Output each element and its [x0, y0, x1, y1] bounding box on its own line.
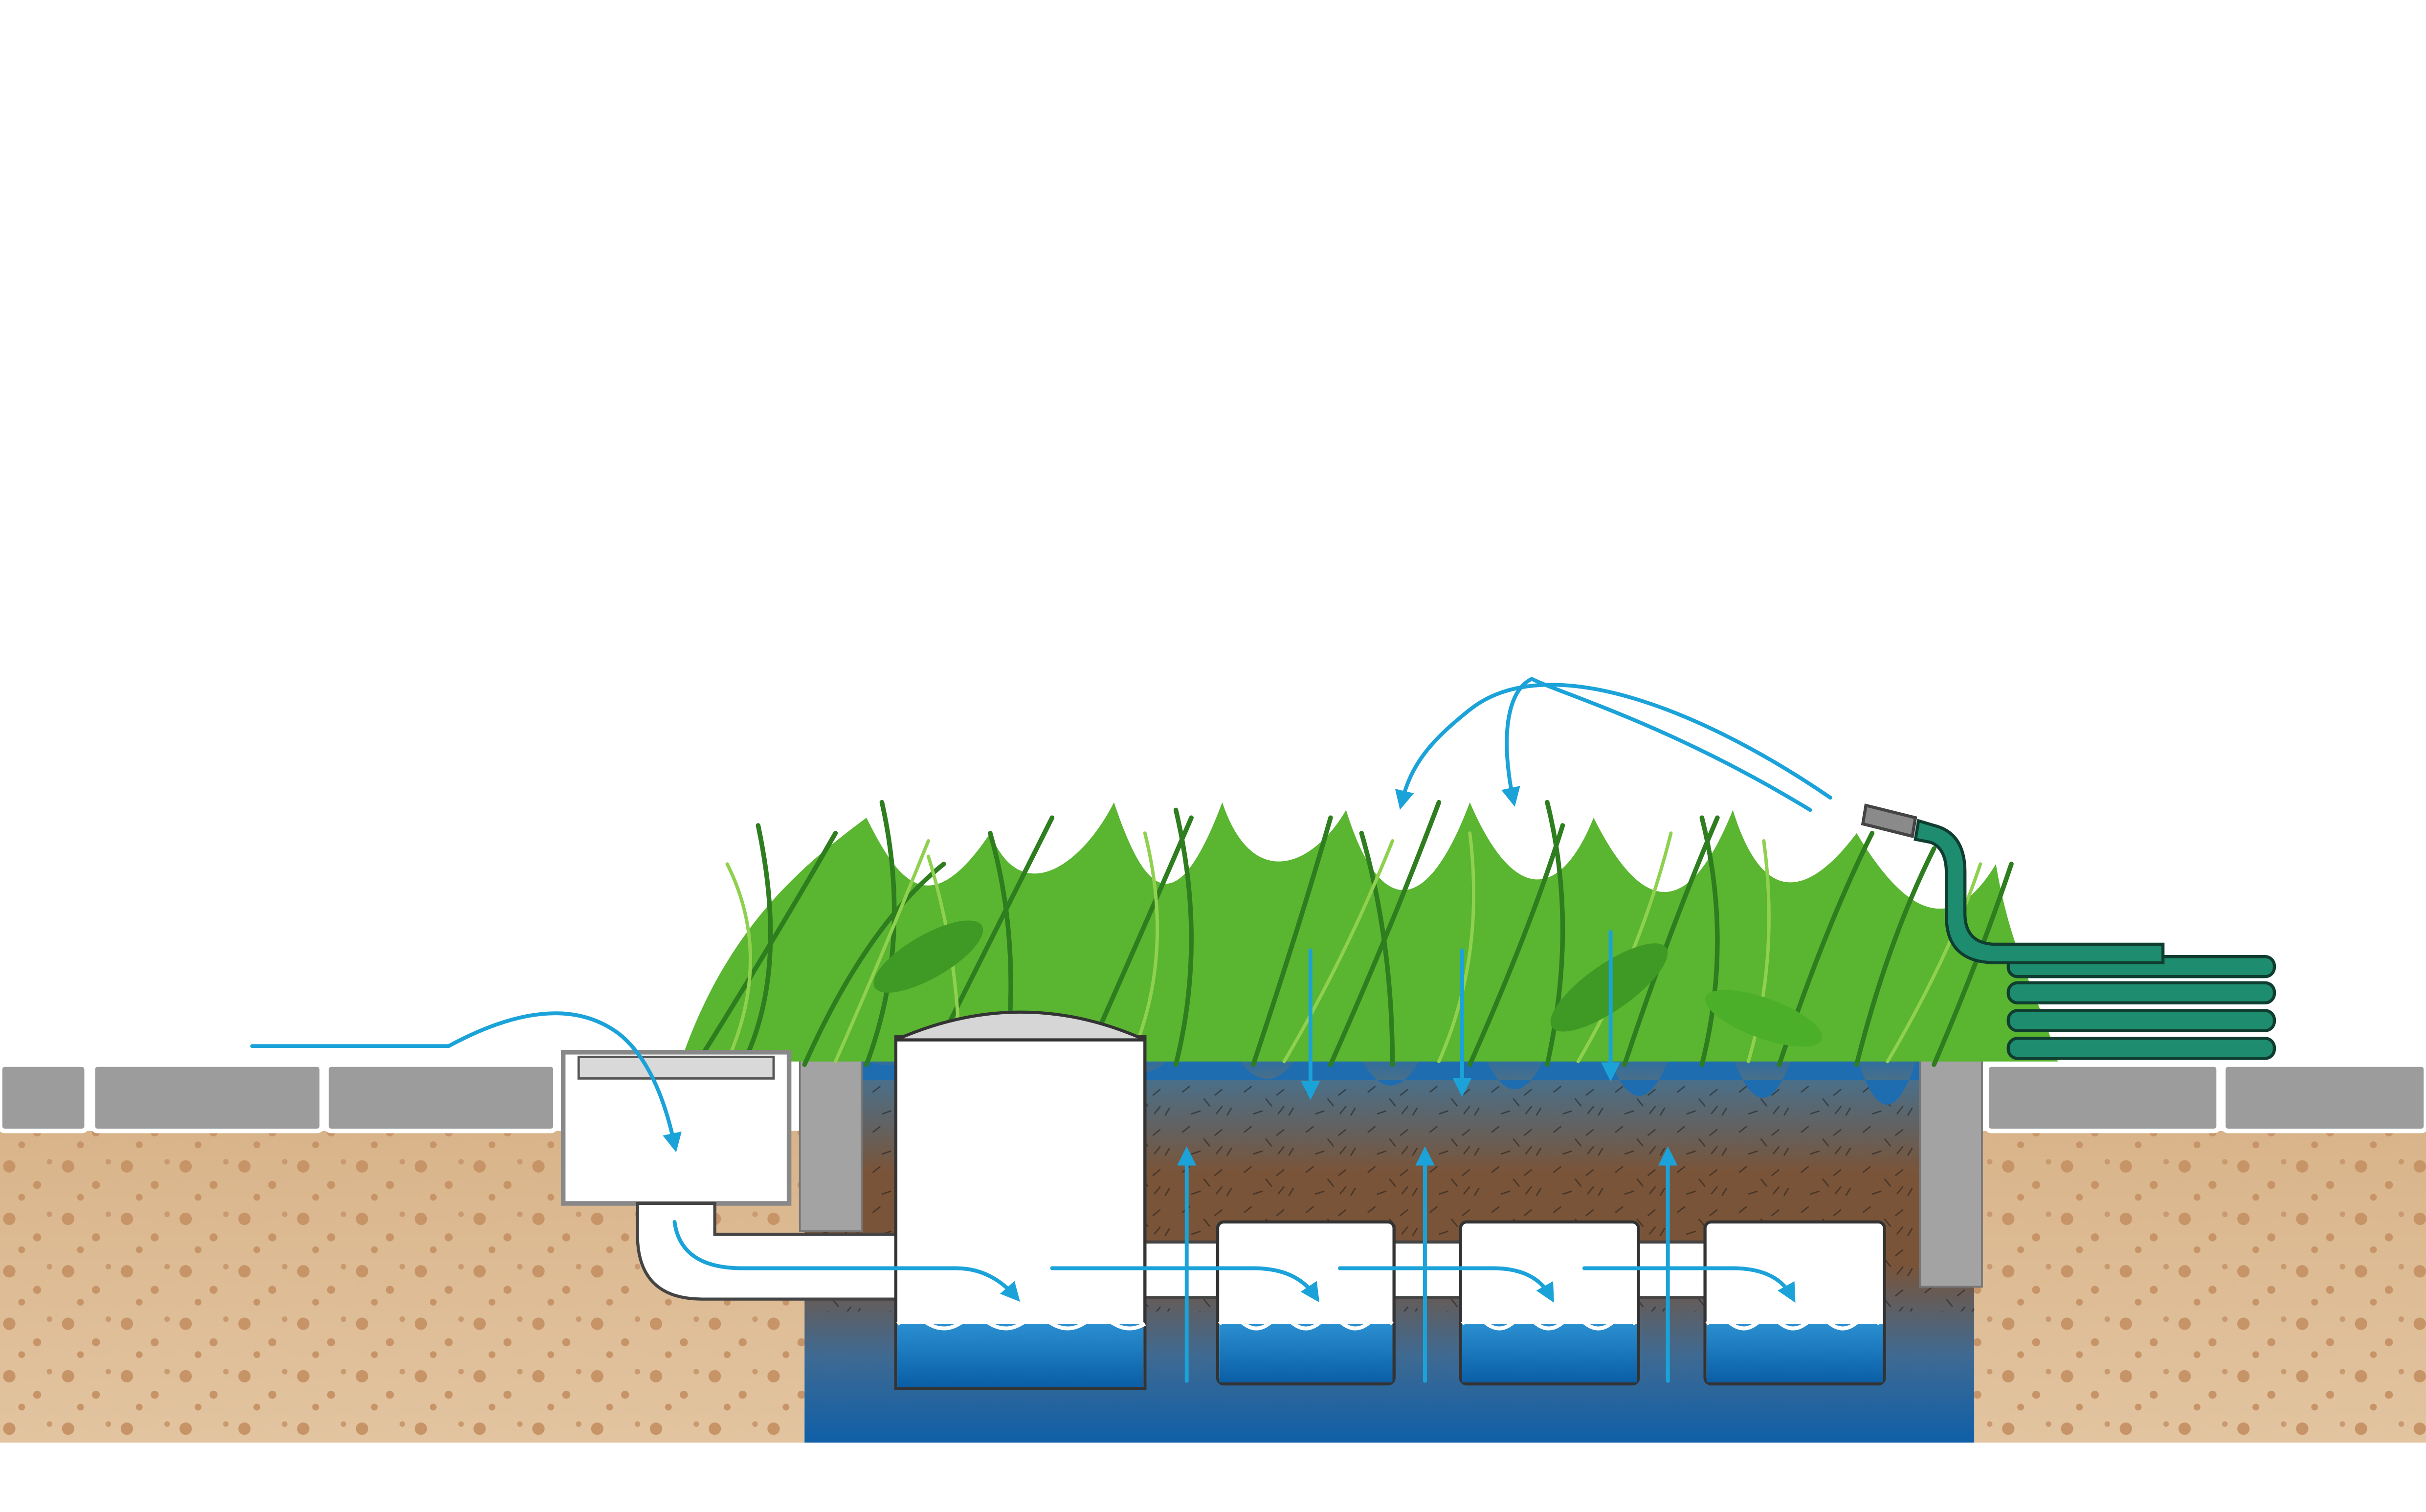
pipe-flow-arrow [672, 1220, 1021, 1302]
garden-hose [1861, 803, 2276, 1060]
storage-crates [1216, 1220, 1886, 1386]
storage-crate [1216, 1220, 1396, 1386]
pipe-flow-arrow [1337, 1266, 1554, 1303]
irrigation-arrow [1395, 683, 1832, 810]
storage-crate [1703, 1220, 1886, 1386]
irrigation-arrow [1501, 676, 1812, 812]
pipe-flow-arrow [1050, 1266, 1320, 1303]
grass-planting [681, 800, 2058, 1067]
storage-crate [1459, 1220, 1640, 1386]
pipe-flow-arrow [1582, 1266, 1796, 1303]
curb-stones [799, 1057, 1983, 1288]
paving-stones [0, 1062, 2426, 1134]
runoff-arrow [250, 1011, 682, 1153]
inlet-gully [560, 1050, 792, 1206]
filter-shaft [894, 1010, 1147, 1390]
flow-arrows [250, 676, 1832, 1383]
